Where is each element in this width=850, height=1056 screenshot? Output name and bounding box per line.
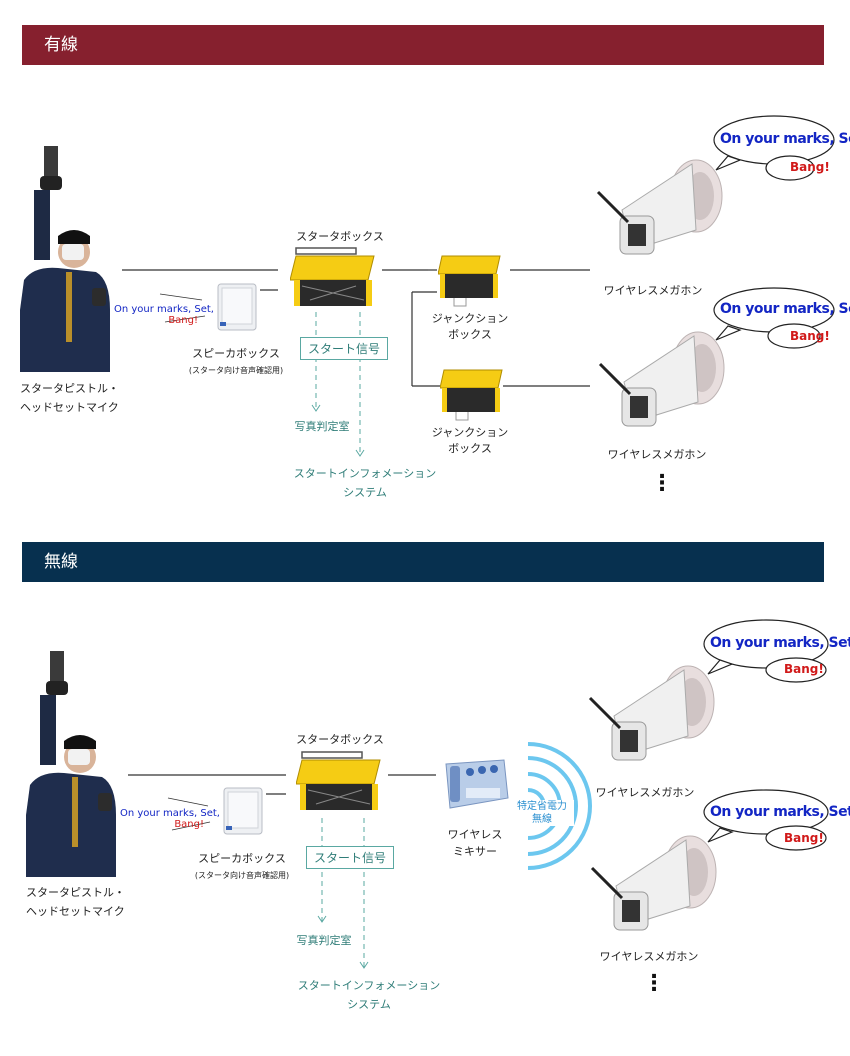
info-system-line2-wireless: システム — [347, 998, 391, 1011]
megaphone-1-label: ワイヤレスメガホン — [603, 284, 703, 297]
person-label-line1: スタータピストル・ — [20, 382, 119, 395]
megaphone-image-1 — [596, 159, 723, 255]
junction-box-image-2 — [440, 369, 503, 421]
pistol-callout: On your marks, Set, Bang! — [114, 304, 214, 326]
wired-section-header: 有線 — [22, 25, 824, 65]
speaker-box-image-wireless — [223, 787, 263, 835]
starter-person-image — [20, 146, 110, 372]
megaphone-4-label: ワイヤレスメガホン — [599, 950, 699, 963]
speech-3-line1: On your marks, Set, — [710, 635, 850, 651]
wired-section: 有線 スタータピストル・ ヘッドセットマイク On your mark — [0, 0, 850, 520]
info-system-line1: スタートインフォメーション — [293, 467, 437, 480]
speech-bubble-3 — [703, 619, 829, 683]
starter-box-label-wireless: スタータボックス — [296, 733, 384, 746]
starter-box-image-wireless — [296, 751, 381, 810]
megaphone-image-3 — [588, 665, 715, 761]
person-label-line1-wireless: スタータピストル・ — [26, 886, 125, 899]
person-label-line2: ヘッドセットマイク — [20, 401, 119, 414]
photo-room-label: 写真判定室 — [294, 420, 350, 433]
junction-1-line1: ジャンクション — [431, 312, 509, 325]
more-megaphones-icon-wireless: ⋮ — [643, 971, 665, 996]
wireless-line2: 無線 — [532, 814, 552, 825]
mixer-line1: ワイヤレス — [447, 828, 503, 841]
info-system-line1-wireless: スタートインフォメーション — [297, 979, 441, 992]
starter-person-image-wireless — [26, 651, 116, 877]
photo-room-label-wireless: 写真判定室 — [296, 934, 352, 947]
speaker-label: スピーカボックス — [192, 347, 280, 360]
speech-2-line1: On your marks, Set, — [720, 301, 850, 317]
speech-4-line2: Bang! — [784, 831, 824, 845]
megaphone-image-2 — [598, 331, 725, 427]
start-signal-label: スタート信号 — [300, 337, 389, 360]
speaker-sublabel-wireless: (スタータ向け音声確認用) — [194, 871, 290, 880]
mixer-line2: ミキサー — [453, 845, 497, 858]
speech-2-line2: Bang! — [790, 329, 830, 343]
start-signal-label-wireless: スタート信号 — [306, 846, 395, 869]
megaphone-image-4 — [590, 835, 717, 931]
wireless-label: 特定省電力 無線 — [510, 800, 574, 826]
wired-connections — [122, 269, 590, 457]
wireless-line1: 特定省電力 — [517, 801, 567, 812]
junction-1-line2: ボックス — [448, 328, 492, 341]
speaker-label-wireless: スピーカボックス — [198, 852, 286, 865]
speech-bubble-2 — [713, 287, 835, 349]
person-label-line2-wireless: ヘッドセットマイク — [26, 905, 125, 918]
callout-line2: Bang! — [168, 315, 198, 326]
starter-box-label: スタータボックス — [296, 230, 384, 243]
callout-line1: On your marks, Set, — [114, 304, 214, 315]
junction-2-line1: ジャンクション — [431, 426, 509, 439]
speaker-box-image — [217, 283, 257, 331]
speech-3-line2: Bang! — [784, 662, 824, 676]
megaphone-3-label: ワイヤレスメガホン — [595, 786, 695, 799]
wireless-section-header: 無線 — [22, 542, 824, 582]
speech-bubble-1 — [713, 115, 835, 181]
junction-2-line2: ボックス — [448, 442, 492, 455]
speech-1-line1: On your marks, Set, — [720, 131, 850, 147]
speaker-sublabel: (スタータ向け音声確認用) — [188, 366, 284, 375]
speech-bubble-4 — [703, 789, 829, 851]
pistol-callout-wireless: On your marks, Set, Bang! — [120, 808, 220, 830]
info-system-line2: システム — [343, 486, 387, 499]
junction-box-image-1 — [438, 255, 501, 307]
speech-4-line1: On your marks, Set, — [710, 804, 850, 820]
callout-line2-wireless: Bang! — [174, 819, 204, 830]
megaphone-2-label: ワイヤレスメガホン — [607, 448, 707, 461]
starter-box-image — [290, 247, 375, 306]
speech-1-line2: Bang! — [790, 160, 830, 174]
wireless-mixer-image — [445, 759, 509, 809]
callout-line1-wireless: On your marks, Set, — [120, 808, 220, 819]
